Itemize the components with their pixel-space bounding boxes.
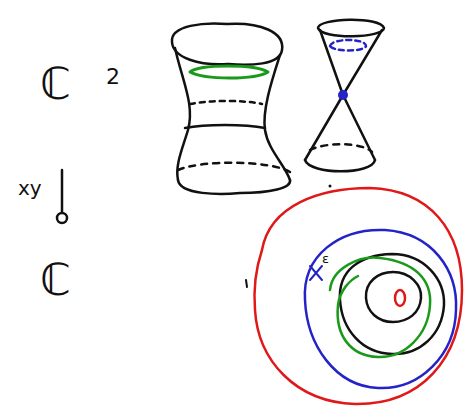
exponent: 2	[106, 66, 120, 88]
hyperboloid	[172, 23, 290, 193]
green-cycle	[190, 66, 268, 78]
blue-loop	[305, 230, 456, 388]
singular-point	[338, 90, 348, 100]
dot	[329, 185, 332, 188]
tick	[246, 280, 247, 287]
black-loop	[340, 254, 444, 354]
point-mark	[310, 266, 322, 280]
map-name: xy	[18, 178, 42, 198]
inner-loop	[366, 272, 421, 322]
projection-arrow	[57, 170, 67, 223]
space-name: ℂ	[40, 258, 71, 302]
vanishing-cycle	[330, 40, 366, 51]
green-loop	[330, 258, 430, 357]
origin	[395, 290, 405, 306]
point-label: ε	[322, 252, 329, 265]
space-name: ℂ	[40, 62, 71, 106]
red-loop	[254, 188, 462, 404]
cone	[305, 20, 384, 172]
